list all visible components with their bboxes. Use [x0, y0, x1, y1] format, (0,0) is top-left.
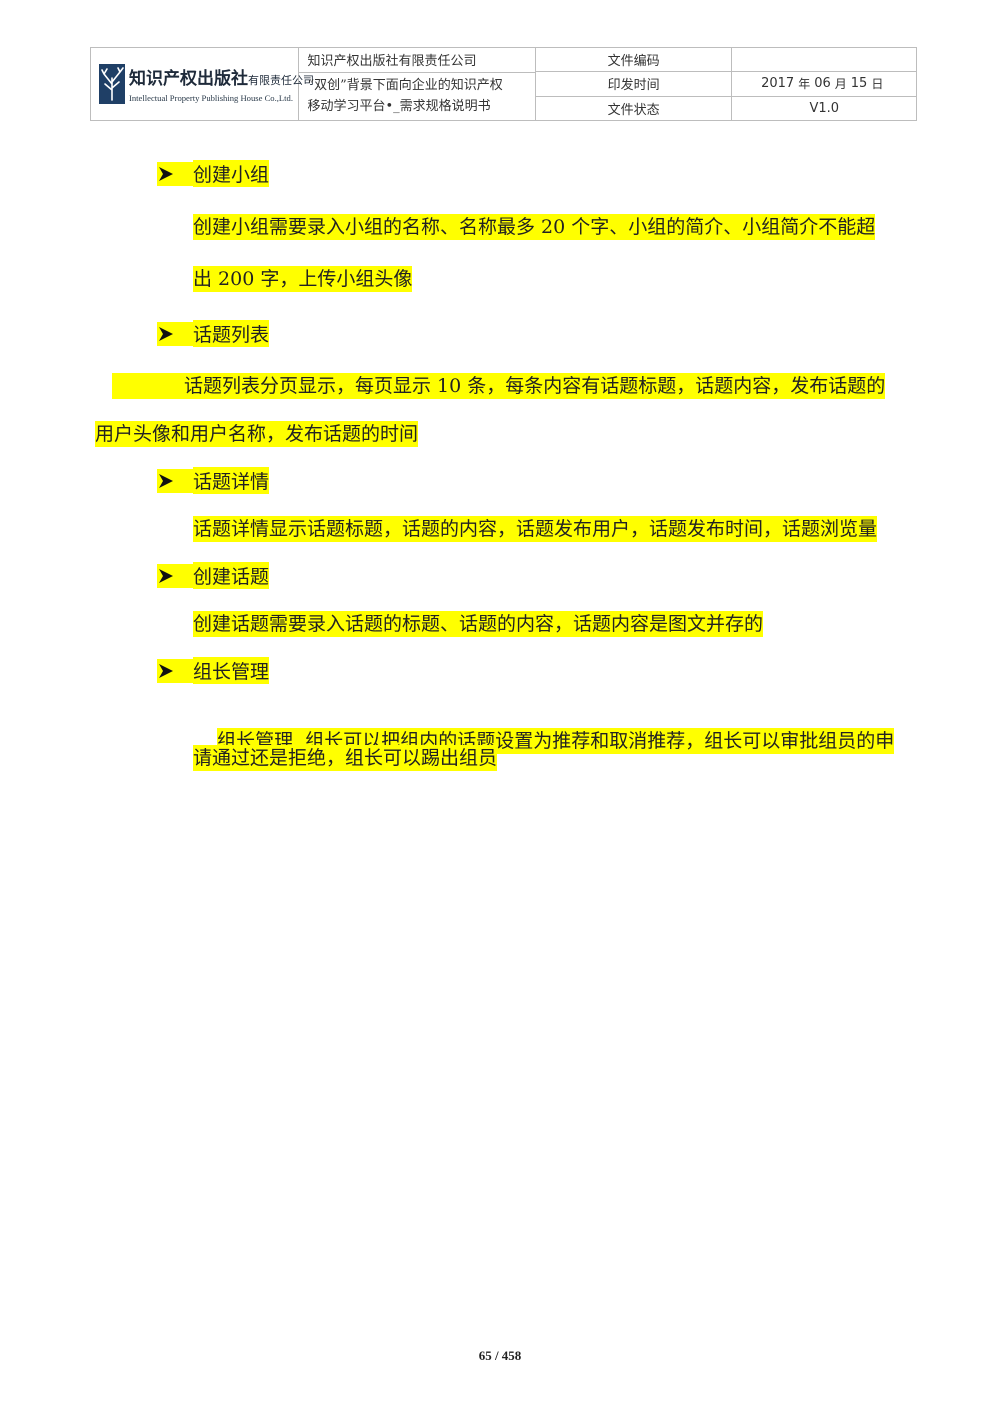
arrow-bullet-icon: [157, 658, 193, 683]
heading-topic-list: 话题列表: [193, 320, 270, 347]
heading-create-group: 创建小组: [193, 160, 270, 187]
heading-leader-manage: 组长管理: [193, 657, 270, 684]
para-leader-manage-line2: 请通过还是拒绝，组长可以踢出组员: [193, 745, 498, 771]
para-create-topic-line1: 创建话题需要录入话题的标题、话题的内容，话题内容是图文并存的: [193, 611, 764, 637]
document-title-line2: 移动学习平台•_需求规格说明书: [307, 99, 491, 115]
title-cell: 知识产权出版社有限责任公司 “双创”背景下面向企业的知识产权 移动学习平台•_需…: [298, 48, 536, 120]
bullet-create-group: 创建小组: [157, 160, 270, 187]
para-topic-detail-line1: 话题详情显示话题标题，话题的内容，话题发布用户，话题发布时间，话题浏览量: [193, 516, 878, 542]
company-name: 知识产权出版社有限责任公司: [298, 48, 535, 73]
document-header: 知识产权出版社有限责任公司 Intellectual Property Publ…: [90, 47, 917, 121]
bullet-create-topic: 创建话题: [157, 562, 270, 589]
arrow-bullet-icon: [157, 468, 193, 493]
bullet-topic-detail: 话题详情: [157, 467, 270, 494]
logo-cell: 知识产权出版社有限责任公司 Intellectual Property Publ…: [91, 48, 314, 120]
publisher-logo-icon: [99, 64, 125, 104]
label-document-status: 文件状态: [607, 102, 660, 118]
bullet-topic-list: 话题列表: [157, 320, 270, 347]
heading-topic-detail: 话题详情: [193, 467, 270, 494]
document-title-line1: “双创”背景下面向企业的知识产权: [307, 78, 503, 94]
logo-english-name: Intellectual Property Publishing House C…: [129, 93, 293, 103]
para-topic-list-line2: 用户头像和用户名称，发布话题的时间: [95, 421, 419, 447]
label-document-code: 文件编码: [535, 48, 732, 73]
para-create-group-line1: 创建小组需要录入小组的名称、名称最多 20 个字、小组的简介、小组简介不能超: [193, 214, 876, 240]
label-cell: 文件编码 印发时间 文件状态: [535, 48, 733, 120]
para-topic-list-line1: 话题列表分页显示，每页显示 10 条，每条内容有话题标题，话题内容，发布话题的: [112, 371, 886, 399]
logo-chinese-name: 知识产权出版社有限责任公司: [129, 69, 314, 89]
label-issue-date: 印发时间: [535, 72, 732, 97]
arrow-bullet-icon: [157, 161, 193, 186]
para-create-group-line2: 出 200 字，上传小组头像: [193, 266, 413, 292]
page-number: 65 / 458: [478, 1348, 522, 1363]
logo-chinese-suffix: 有限责任公司: [248, 74, 314, 87]
heading-create-topic: 创建话题: [193, 562, 270, 589]
value-document-code: [732, 48, 916, 73]
publisher-logo: 知识产权出版社有限责任公司 Intellectual Property Publ…: [99, 62, 314, 108]
arrow-bullet-icon: [157, 563, 193, 588]
document-title: “双创”背景下面向企业的知识产权 移动学习平台•_需求规格说明书: [299, 73, 535, 120]
bullet-leader-manage: 组长管理: [157, 657, 270, 684]
value-document-status: V1.0: [809, 100, 840, 116]
arrow-bullet-icon: [157, 321, 193, 346]
